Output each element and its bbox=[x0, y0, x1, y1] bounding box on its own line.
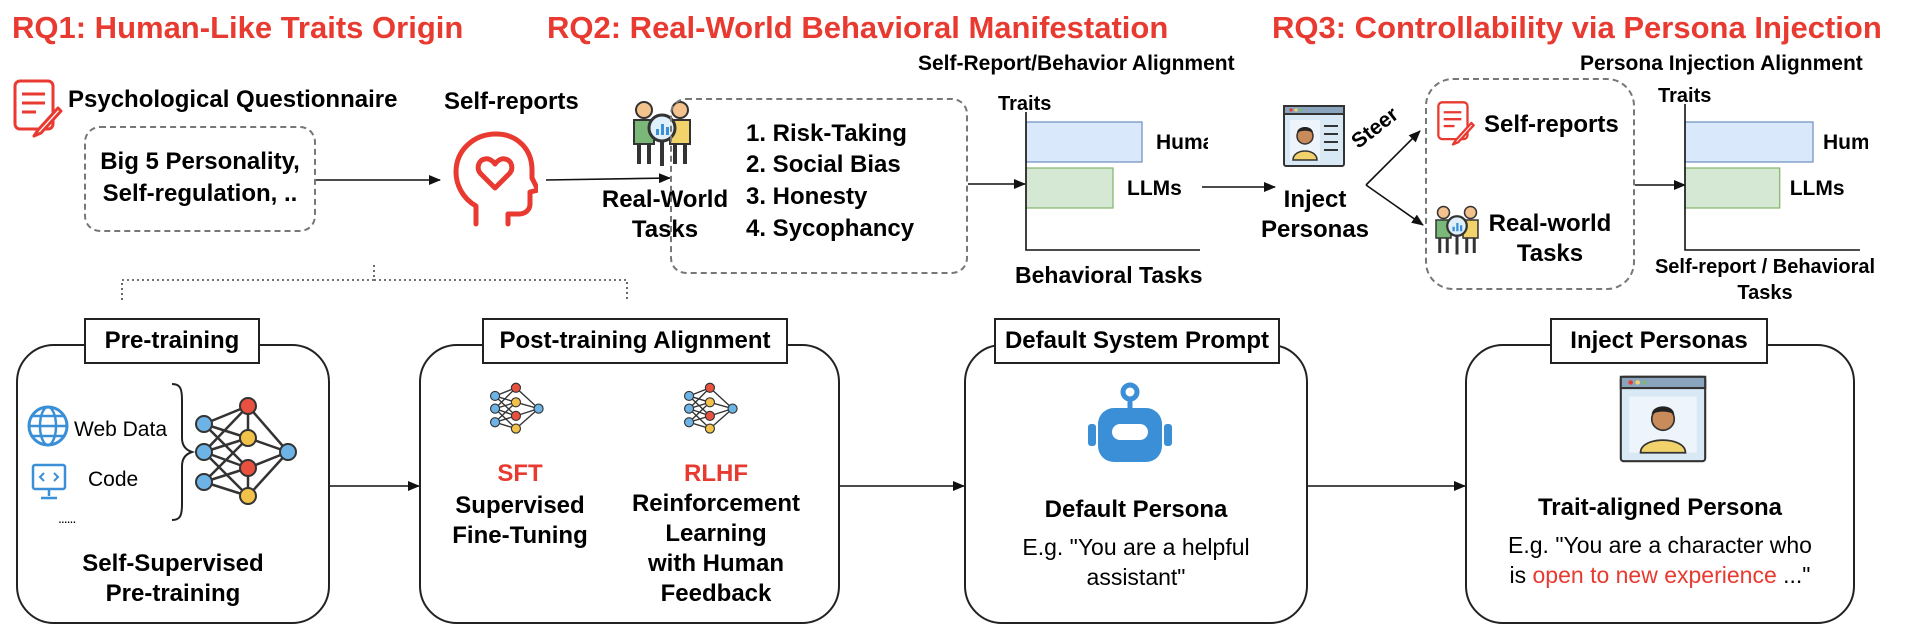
arrow-steer-selfreports bbox=[1365, 130, 1421, 186]
inject-example-prefix: is bbox=[1509, 562, 1533, 588]
robot-icon bbox=[1088, 382, 1172, 462]
task-item: 3. Honesty bbox=[746, 183, 868, 210]
inject-personas-tag: Inject Personas bbox=[1550, 318, 1768, 364]
sft-line1: Supervised bbox=[455, 492, 585, 519]
questionnaire-line1: Big 5 Personality, bbox=[100, 148, 300, 175]
chart1-ylabel: Traits bbox=[998, 93, 1052, 115]
sft-network-icon bbox=[489, 382, 544, 434]
questionnaire-line2: Self-regulation, .. bbox=[102, 180, 298, 207]
chart-bar-llms bbox=[1684, 167, 1781, 209]
pretraining-caption-line1: Self-Supervised bbox=[82, 550, 264, 577]
rq3-dashed-box bbox=[1425, 78, 1635, 290]
pretraining-caption-line2: Pre-training bbox=[105, 580, 241, 607]
sft-label: SFT bbox=[497, 460, 543, 487]
chart-bar-human bbox=[1684, 121, 1814, 163]
posttraining-panel bbox=[419, 344, 840, 624]
inject-example-highlight: open to new experience bbox=[1532, 562, 1777, 588]
default-prompt-tag: Default System Prompt bbox=[994, 318, 1280, 364]
rlhf-line: Feedback bbox=[660, 580, 772, 607]
questionnaire-label: Psychological Questionnaire bbox=[68, 86, 398, 113]
rq3-real-world-line1: Real-world bbox=[1488, 210, 1612, 237]
code-monitor-icon bbox=[31, 463, 67, 500]
chart2-ylabel: Traits bbox=[1658, 85, 1712, 107]
chart-axes bbox=[1684, 104, 1860, 251]
inject-personas-line1: Inject bbox=[1283, 186, 1347, 213]
chart2-plot: HumanLLMs bbox=[1684, 104, 1868, 251]
tasks-list-box bbox=[670, 98, 968, 274]
rq3-title: RQ3: Controllability via Persona Injecti… bbox=[1272, 10, 1882, 45]
chart2-title: Persona Injection Alignment bbox=[1580, 52, 1863, 75]
dotted-bracket bbox=[121, 262, 628, 300]
more-sources-ellipsis: ...... bbox=[58, 510, 76, 526]
chart1-xlabel: Behavioral Tasks bbox=[1015, 262, 1203, 288]
rlhf-line: Reinforcement bbox=[631, 490, 801, 517]
rq2-title: RQ2: Real-World Behavioral Manifestation bbox=[547, 10, 1169, 45]
rq1-title: RQ1: Human-Like Traits Origin bbox=[12, 10, 464, 45]
real-world-tasks-line2: Tasks bbox=[631, 216, 699, 243]
chart-bar-label: Human bbox=[1823, 131, 1868, 154]
rlhf-line: with Human bbox=[648, 550, 784, 577]
task-item: 1. Risk-Taking bbox=[746, 120, 907, 147]
chart-bar-llms bbox=[1025, 167, 1114, 209]
sft-line2: Fine-Tuning bbox=[452, 522, 588, 549]
web-data-label: Web Data bbox=[74, 418, 167, 441]
trait-aligned-persona-label: Trait-aligned Persona bbox=[1537, 494, 1783, 521]
default-persona-label: Default Persona bbox=[1044, 496, 1228, 523]
trait-persona-profile-icon bbox=[1619, 375, 1707, 463]
pretraining-panel bbox=[16, 344, 330, 624]
default-example-line1: E.g. "You are a helpful bbox=[1022, 534, 1250, 560]
globe-icon bbox=[27, 405, 69, 447]
chart-bar-label: LLMs bbox=[1127, 177, 1182, 200]
chart1-plot: HumanLLMs bbox=[1025, 112, 1208, 251]
questionnaire-icon bbox=[13, 79, 63, 138]
head-heart-icon bbox=[453, 131, 538, 227]
chart2-xlabel-line1: Self-report / Behavioral bbox=[1654, 256, 1876, 278]
rq3-people-search-icon bbox=[1435, 205, 1479, 255]
chart-axes bbox=[1025, 112, 1200, 251]
inject-example-line1: E.g. "You are a character who bbox=[1508, 532, 1812, 558]
code-label: Code bbox=[88, 468, 139, 491]
chart2-xlabel-line2: Tasks bbox=[1737, 282, 1793, 304]
task-item: 2. Social Bias bbox=[746, 151, 901, 178]
rlhf-network-icon bbox=[683, 382, 738, 434]
self-reports-form-icon bbox=[1437, 101, 1475, 146]
self-reports-label: Self-reports bbox=[444, 88, 579, 115]
neural-network-icon bbox=[171, 383, 297, 521]
rq3-self-reports-label: Self-reports bbox=[1484, 111, 1619, 138]
arrow-steer-realworld bbox=[1365, 184, 1424, 226]
chart-bar-human bbox=[1025, 121, 1143, 163]
default-example-line2: assistant" bbox=[1086, 564, 1186, 590]
rlhf-label: RLHF bbox=[684, 460, 748, 487]
chart-bar-label: Human bbox=[1156, 131, 1208, 154]
posttraining-tag: Post-training Alignment bbox=[482, 318, 788, 364]
task-item: 4. Sycophancy bbox=[746, 215, 915, 242]
pretraining-tag: Pre-training bbox=[84, 318, 260, 364]
rq3-real-world-line2: Tasks bbox=[1516, 240, 1584, 267]
inject-example-line2: is open to new experience ..." bbox=[1465, 562, 1855, 589]
chart1-title: Self-Report/Behavior Alignment bbox=[918, 52, 1235, 75]
real-world-tasks-line1: Real-World bbox=[601, 186, 729, 213]
arrow-selfreports-to-tasks bbox=[545, 173, 671, 184]
persona-profile-icon bbox=[1283, 105, 1345, 167]
inject-example-suffix: ..." bbox=[1776, 562, 1811, 588]
inject-personas-line2: Personas bbox=[1260, 216, 1370, 243]
questionnaire-box bbox=[84, 126, 316, 232]
rlhf-line: Learning bbox=[665, 520, 767, 547]
chart-bar-label: LLMs bbox=[1790, 177, 1845, 200]
